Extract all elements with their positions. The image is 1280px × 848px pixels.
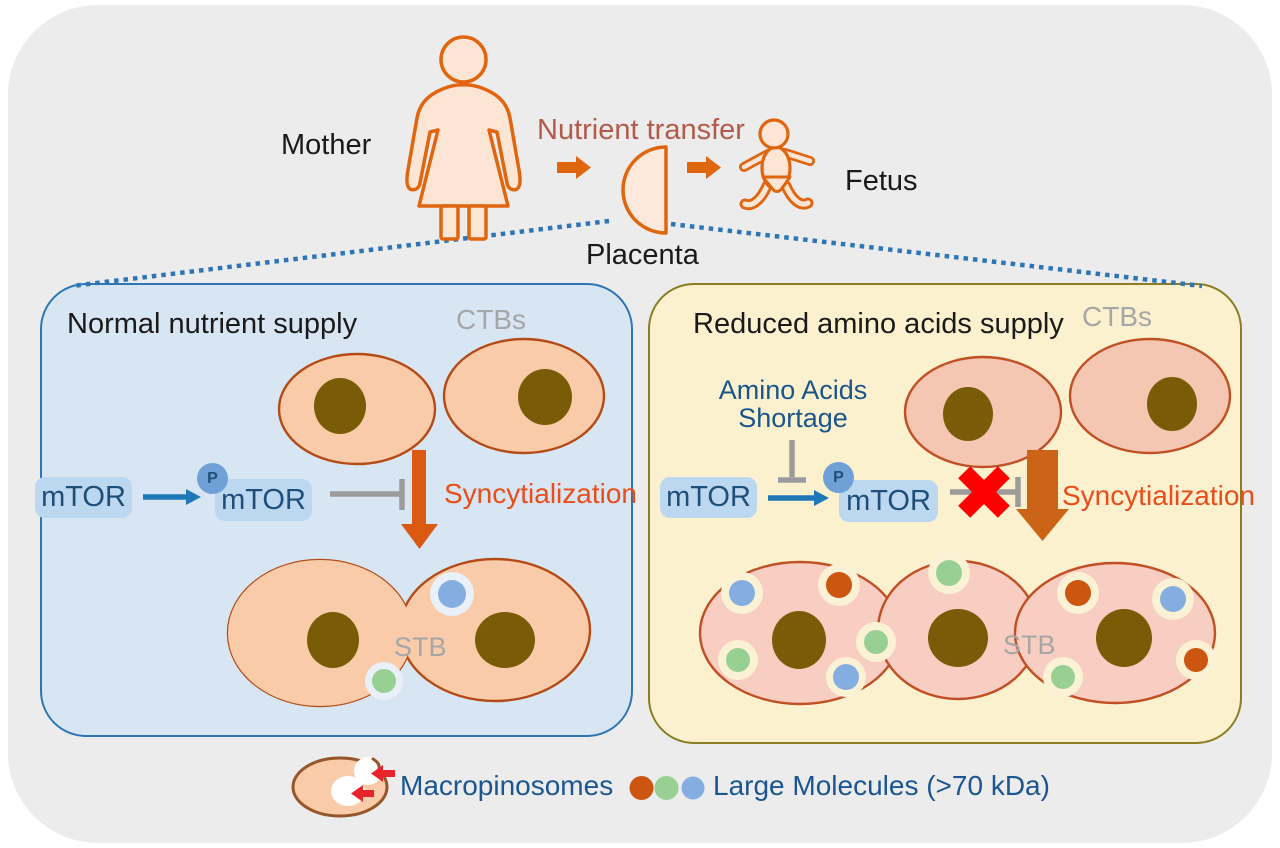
- fetus-label: Fetus: [845, 165, 918, 197]
- amino-acids-line2: Shortage: [738, 403, 848, 434]
- left-phospho-badge: P: [197, 463, 228, 494]
- left-panel-title: Normal nutrient supply: [67, 308, 358, 340]
- right-p-mtor-box: mTOR: [839, 480, 938, 522]
- right-ctbs-label: CTBs: [1082, 301, 1152, 332]
- nutrient-transfer-label: Nutrient transfer: [537, 114, 745, 146]
- left-ctbs-label: CTBs: [456, 304, 526, 335]
- left-mtor-box: mTOR: [35, 477, 132, 518]
- mother-label: Mother: [281, 129, 372, 161]
- macropinosomes-label: Macropinosomes: [400, 770, 614, 801]
- large-molecules-label: Large Molecules (>70 kDa): [713, 770, 1050, 801]
- amino-acids-shortage-label: Amino Acids Shortage: [698, 376, 888, 433]
- left-stb-label: STB: [394, 632, 447, 662]
- amino-acids-line1: Amino Acids: [718, 375, 868, 405]
- right-panel-title: Reduced amino acids supply: [693, 308, 1064, 340]
- right-stb-label: STB: [1003, 630, 1056, 660]
- right-mtor-box: mTOR: [660, 477, 757, 518]
- left-syncytialization-label: Syncytialization: [444, 478, 637, 509]
- placenta-label: Placenta: [586, 239, 699, 271]
- right-phospho-badge: P: [823, 462, 854, 493]
- left-p-mtor-box: mTOR: [215, 479, 312, 521]
- right-syncytialization-label: Syncytialization: [1062, 480, 1255, 511]
